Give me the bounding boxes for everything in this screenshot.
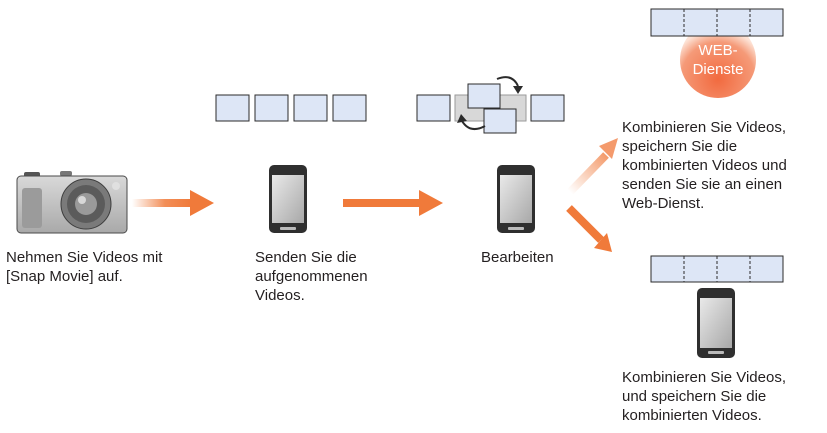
smartphone-icon [697, 288, 735, 358]
caption-edit: Bearbeiten [481, 249, 554, 266]
caption-web: Kombinieren Sie Videos, speichern Sie di… [622, 119, 787, 212]
caption-send: Senden Sie die aufgenommenen Videos. [255, 249, 368, 304]
video-combined-save [650, 255, 784, 283]
web-service-label: WEB- Dienste [692, 42, 744, 78]
smartphone-icon [269, 165, 307, 233]
arrow-capture-to-send [132, 190, 214, 216]
caption-capture: Nehmen Sie Videos mit [Snap Movie] auf. [6, 249, 163, 285]
arrow-send-to-edit [343, 190, 443, 216]
web-service-circle [680, 22, 756, 98]
caption-save: Kombinieren Sie Videos, und speichern Si… [622, 369, 786, 424]
video-combined-web [650, 8, 784, 37]
arrow-edit-to-save [566, 205, 612, 252]
smartphone-icon [497, 165, 535, 233]
video-frames-editing [416, 83, 565, 134]
camera-icon [16, 171, 128, 234]
arrow-edit-to-web [567, 138, 618, 195]
swap-arrows-icon [457, 76, 523, 131]
video-frames-sent [215, 94, 367, 122]
